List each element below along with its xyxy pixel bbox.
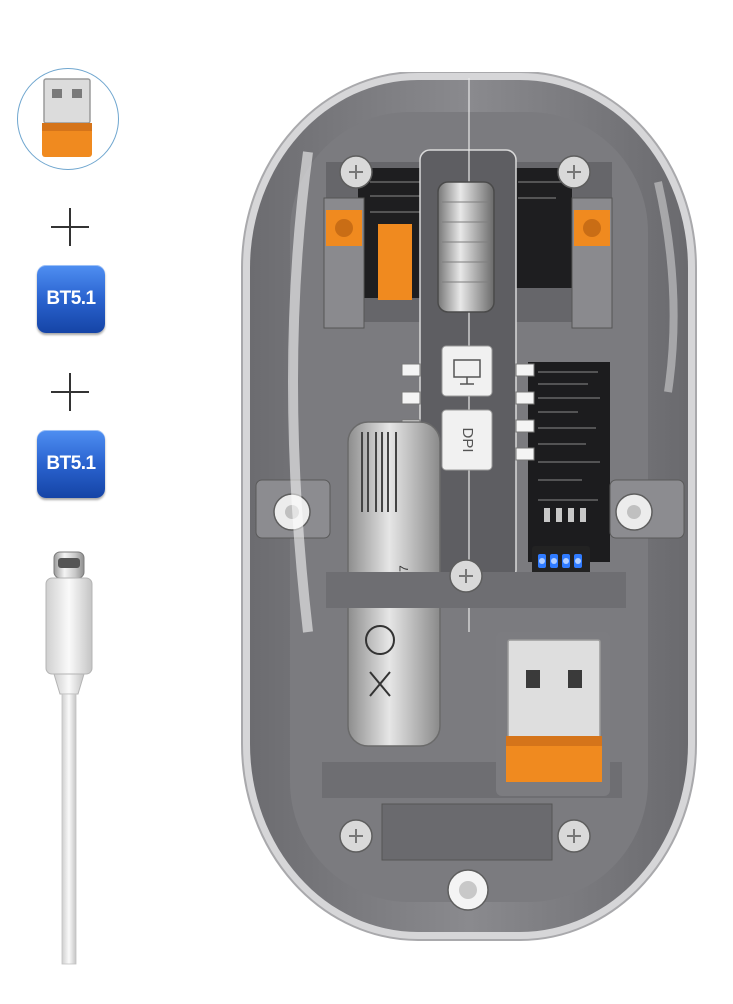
usb-receiver-icon: [42, 78, 92, 157]
accessory-column: BT5.1 BT5.1: [0, 0, 140, 1004]
usb-c-cable-icon: [45, 551, 93, 965]
plus-icon: [51, 208, 89, 246]
bluetooth-badge-2: BT5.1: [37, 430, 105, 498]
bluetooth-badge-1: BT5.1: [37, 265, 105, 333]
dpi-button-label: DPI: [459, 427, 476, 452]
plus-icon: [51, 373, 89, 411]
transparent-mouse-illustration: DPI 3.7: [241, 72, 697, 941]
usb-receiver-thumbnail: [17, 68, 119, 170]
screws: [273, 155, 653, 911]
